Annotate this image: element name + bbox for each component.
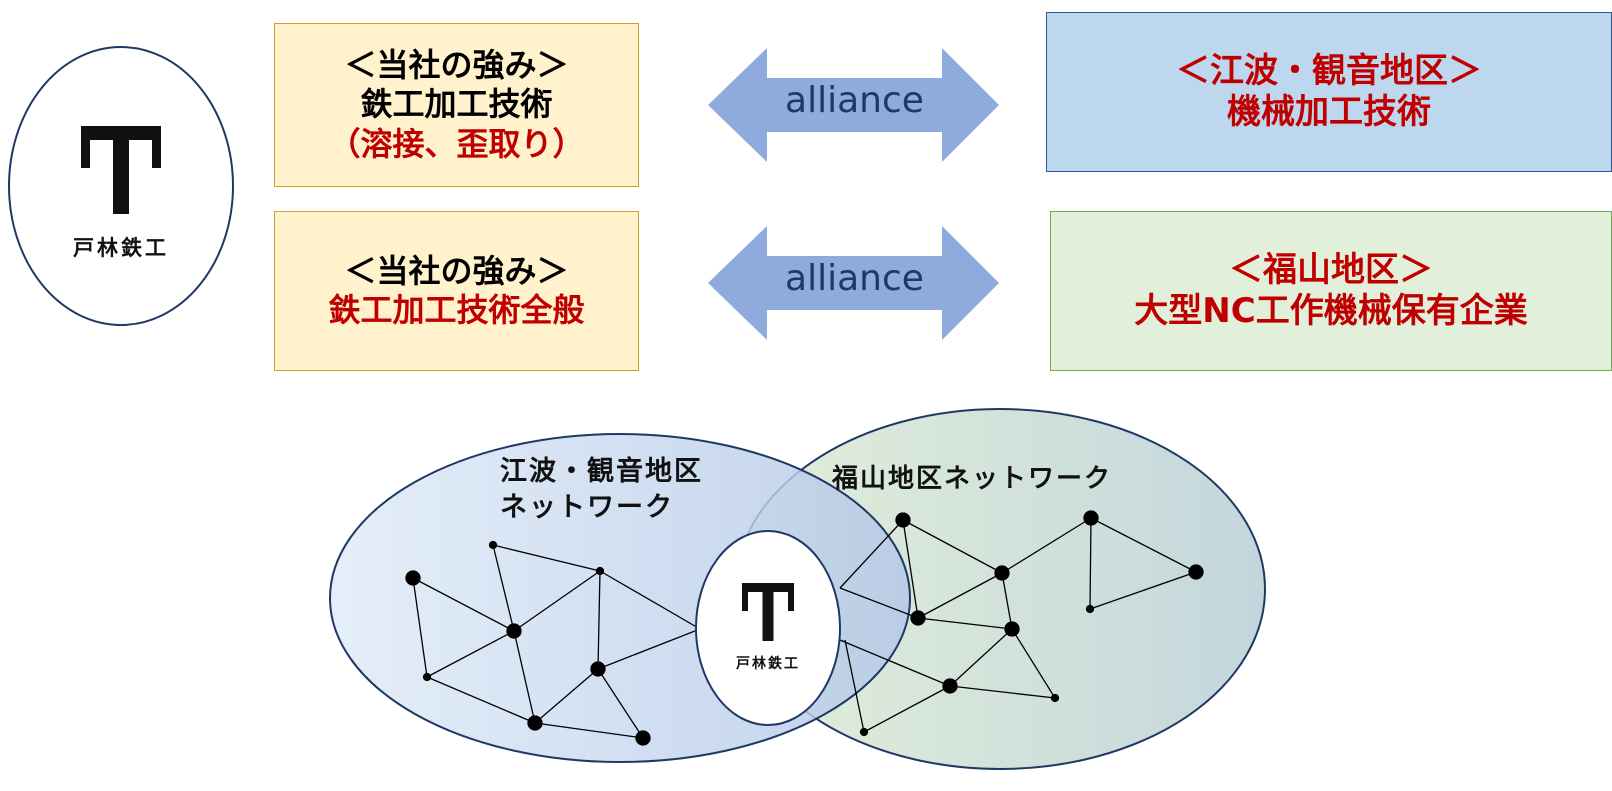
network-node <box>1085 604 1095 614</box>
partner-box-fukuyama: ＜福山地区＞ 大型NC工作機械保有企業 <box>1050 211 1612 371</box>
network-node <box>910 610 926 626</box>
network-link <box>513 570 601 632</box>
network-node <box>595 566 605 576</box>
partner-heading: ＜福山地区＞ <box>1229 249 1433 290</box>
network-node <box>895 512 911 528</box>
network-link <box>426 630 515 678</box>
t-shaped-company-logo-icon <box>81 126 161 214</box>
network-link <box>412 577 428 678</box>
strength-box-1: ＜当社の強み＞ 鉄工加工技術 （溶接、歪取り） <box>274 23 639 187</box>
network-link <box>492 544 601 572</box>
strength-skill: 鉄工加工技術全般 <box>328 291 585 329</box>
network-link <box>863 685 951 733</box>
network-link <box>949 628 1013 687</box>
network-link <box>513 630 536 724</box>
partner-box-eba-kannon: ＜江波・観音地区＞ 機械加工技術 <box>1046 12 1612 172</box>
alliance-arrow-2 <box>708 226 999 340</box>
network-link <box>1089 517 1092 610</box>
alliance-label-1: alliance <box>785 80 924 121</box>
fukuyama-network-label: 福山地区ネットワーク <box>832 464 1113 494</box>
partner-heading: ＜江波・観音地区＞ <box>1176 50 1482 91</box>
network-link <box>839 519 904 589</box>
alliance-arrow-1 <box>708 48 999 162</box>
strength-heading: ＜当社の強み＞ <box>344 46 569 85</box>
network-link <box>844 639 865 733</box>
network-link <box>534 668 599 724</box>
company-hub-logo-text: 戸林鉄工 <box>736 656 800 672</box>
network-link <box>1001 572 1013 630</box>
eba-kannon-network-label-line2: ネットワーク <box>500 492 674 524</box>
network-link <box>1090 517 1197 573</box>
network-link <box>597 570 601 670</box>
network-link <box>1089 571 1197 610</box>
network-link <box>917 617 1013 630</box>
eba-kannon-network-label-line1: 江波・観音地区 <box>500 456 703 487</box>
network-link <box>902 519 919 619</box>
network-link <box>597 668 644 739</box>
network-node <box>1083 510 1099 526</box>
network-link <box>412 577 515 632</box>
partner-skill: 大型NC工作機械保有企業 <box>1134 291 1528 331</box>
network-node <box>527 715 543 731</box>
network-node <box>405 570 421 586</box>
network-node <box>590 661 606 677</box>
network-link <box>839 587 919 619</box>
network-link <box>534 722 644 739</box>
strength-heading: ＜当社の強み＞ <box>344 251 569 290</box>
alliance-label-2: alliance <box>785 258 924 299</box>
eba-kannon-network-label: 江波・観音地区 ネットワーク <box>500 454 703 527</box>
partner-skill: 機械加工技術 <box>1227 92 1431 132</box>
network-node <box>635 730 651 746</box>
network-link <box>1011 628 1056 699</box>
network-node <box>994 565 1010 581</box>
network-link <box>599 570 701 630</box>
network-node <box>859 727 869 737</box>
network-node <box>942 678 958 694</box>
network-node <box>422 672 432 682</box>
strength-box-2: ＜当社の強み＞ 鉄工加工技術全般 <box>274 211 639 371</box>
strength-skill: 鉄工加工技術 <box>360 85 553 124</box>
network-link <box>917 572 1003 619</box>
network-link <box>426 676 536 724</box>
network-link <box>597 628 701 670</box>
network-link <box>839 639 951 687</box>
network-node <box>506 623 522 639</box>
strength-detail: （溶接、歪取り） <box>328 124 585 163</box>
company-logo-text: 戸林鉄工 <box>73 236 169 260</box>
network-link <box>902 519 1003 574</box>
network-node <box>488 540 498 550</box>
network-node <box>1004 621 1020 637</box>
network-link <box>949 685 1056 699</box>
network-link <box>1001 517 1092 574</box>
network-node <box>1188 564 1204 580</box>
network-node <box>1050 693 1060 703</box>
network-link <box>492 544 515 632</box>
t-shaped-company-logo-icon <box>742 583 794 641</box>
